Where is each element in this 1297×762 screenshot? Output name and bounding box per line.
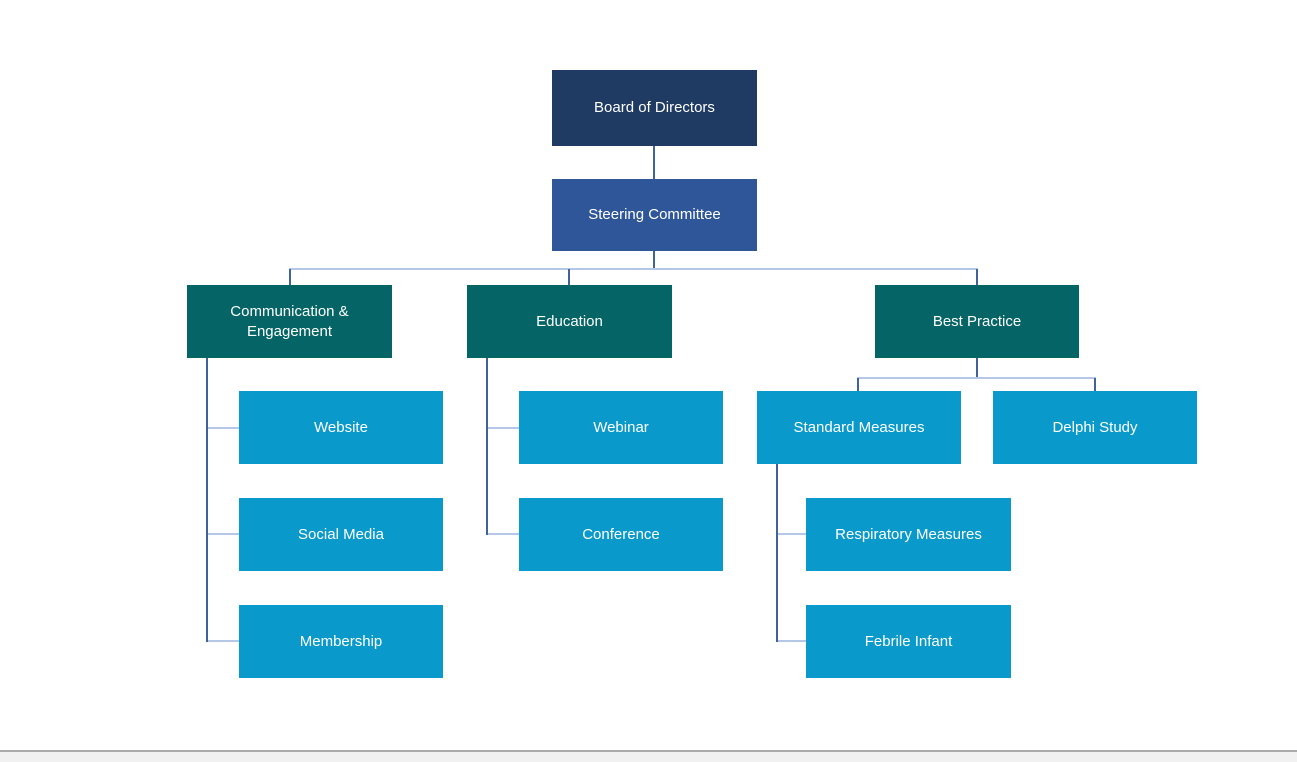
node-website[interactable]: Website xyxy=(239,391,443,464)
connector-elbow-respiratory-measures xyxy=(778,533,806,535)
node-education[interactable]: Education xyxy=(467,285,672,358)
node-standard-measures[interactable]: Standard Measures xyxy=(757,391,961,464)
node-communication-engagement[interactable]: Communication & Engagement xyxy=(187,285,392,358)
node-membership[interactable]: Membership xyxy=(239,605,443,678)
connector-steering-stub xyxy=(653,251,655,269)
connector-standard-measures-tree-vertical xyxy=(776,464,778,642)
connector-drop-delphi-study xyxy=(1094,378,1096,391)
statusbar-strip xyxy=(0,752,1297,762)
node-febrile-infant[interactable]: Febrile Infant xyxy=(806,605,1011,678)
connector-education-tree-vertical xyxy=(486,358,488,535)
connector-board-to-steering xyxy=(653,146,655,179)
connector-drop-standard-measures xyxy=(857,378,859,391)
connector-drop-communication xyxy=(289,269,291,285)
connector-drop-best-practice xyxy=(976,269,978,285)
connector-best-practice-branch-horizontal xyxy=(857,377,1096,379)
node-social-media[interactable]: Social Media xyxy=(239,498,443,571)
connector-communication-tree-vertical xyxy=(206,358,208,642)
node-respiratory-measures[interactable]: Respiratory Measures xyxy=(806,498,1011,571)
connector-elbow-social-media xyxy=(208,533,239,535)
statusbar-divider-line xyxy=(0,750,1297,752)
connector-steering-branch-horizontal xyxy=(289,268,978,270)
connector-elbow-conference xyxy=(488,533,519,535)
node-conference[interactable]: Conference xyxy=(519,498,723,571)
node-delphi-study[interactable]: Delphi Study xyxy=(993,391,1197,464)
connector-elbow-website xyxy=(208,427,239,429)
connector-drop-education xyxy=(568,269,570,285)
connector-elbow-febrile-infant xyxy=(778,640,806,642)
connector-best-practice-stub xyxy=(976,358,978,377)
node-webinar[interactable]: Webinar xyxy=(519,391,723,464)
connector-elbow-membership xyxy=(208,640,239,642)
node-best-practice[interactable]: Best Practice xyxy=(875,285,1079,358)
node-board-of-directors[interactable]: Board of Directors xyxy=(552,70,757,146)
connector-elbow-webinar xyxy=(488,427,519,429)
node-steering-committee[interactable]: Steering Committee xyxy=(552,179,757,251)
